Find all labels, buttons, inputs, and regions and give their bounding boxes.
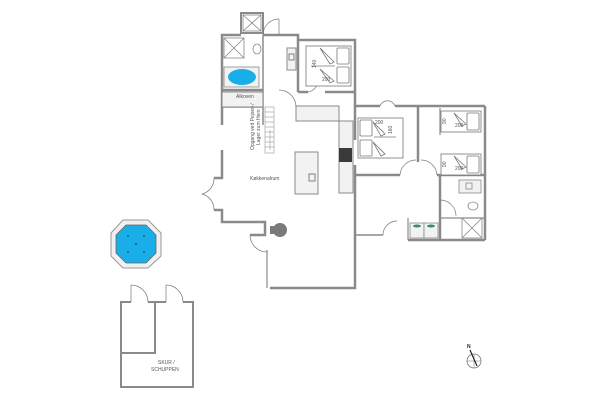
beds [305, 45, 482, 176]
bed-2-width: 160 [388, 125, 394, 134]
hot-tub [110, 219, 162, 269]
outdoor-shower [240, 12, 264, 34]
bed-4-length: 200 [455, 166, 464, 172]
fireplace-base [270, 226, 274, 234]
kitchen-counters [221, 47, 354, 195]
bed-3-length: 200 [455, 123, 464, 129]
bed-3-width: 90 [442, 118, 448, 124]
washing-machines [409, 222, 439, 239]
shed [120, 301, 194, 388]
bed-2-length: 200 [375, 120, 384, 126]
bathroom-2-fixtures [458, 179, 483, 239]
bathroom-fixtures [223, 14, 262, 59]
bed-1-width: 140 [312, 59, 318, 68]
bath-sink-counter [286, 47, 297, 71]
fireplace [273, 223, 287, 237]
compass-icon [466, 349, 482, 369]
bathtub-water [228, 69, 256, 85]
kitchen-island [294, 151, 319, 195]
alkoven-area [221, 91, 264, 108]
bed-4-width: 90 [442, 161, 448, 167]
room-label-alkoven: Alkoven [236, 94, 254, 100]
room-label-stairs-line2: Lager zum Hem [256, 109, 262, 145]
room-label-kitchen: Køkkenalrum [250, 176, 280, 182]
stove [339, 148, 352, 162]
doors [201, 18, 457, 253]
staircase [264, 106, 275, 154]
counter-top [295, 105, 340, 122]
bed-1-length: 200 [322, 77, 331, 83]
shed-doors [130, 284, 184, 303]
room-label-shed-line1: SKUR / [158, 360, 175, 366]
room-label-shed-line2: SCHUPPEN [151, 367, 179, 373]
bath-sink [288, 53, 295, 61]
compass-label: N [467, 344, 471, 350]
kitchen-sink [308, 173, 316, 182]
